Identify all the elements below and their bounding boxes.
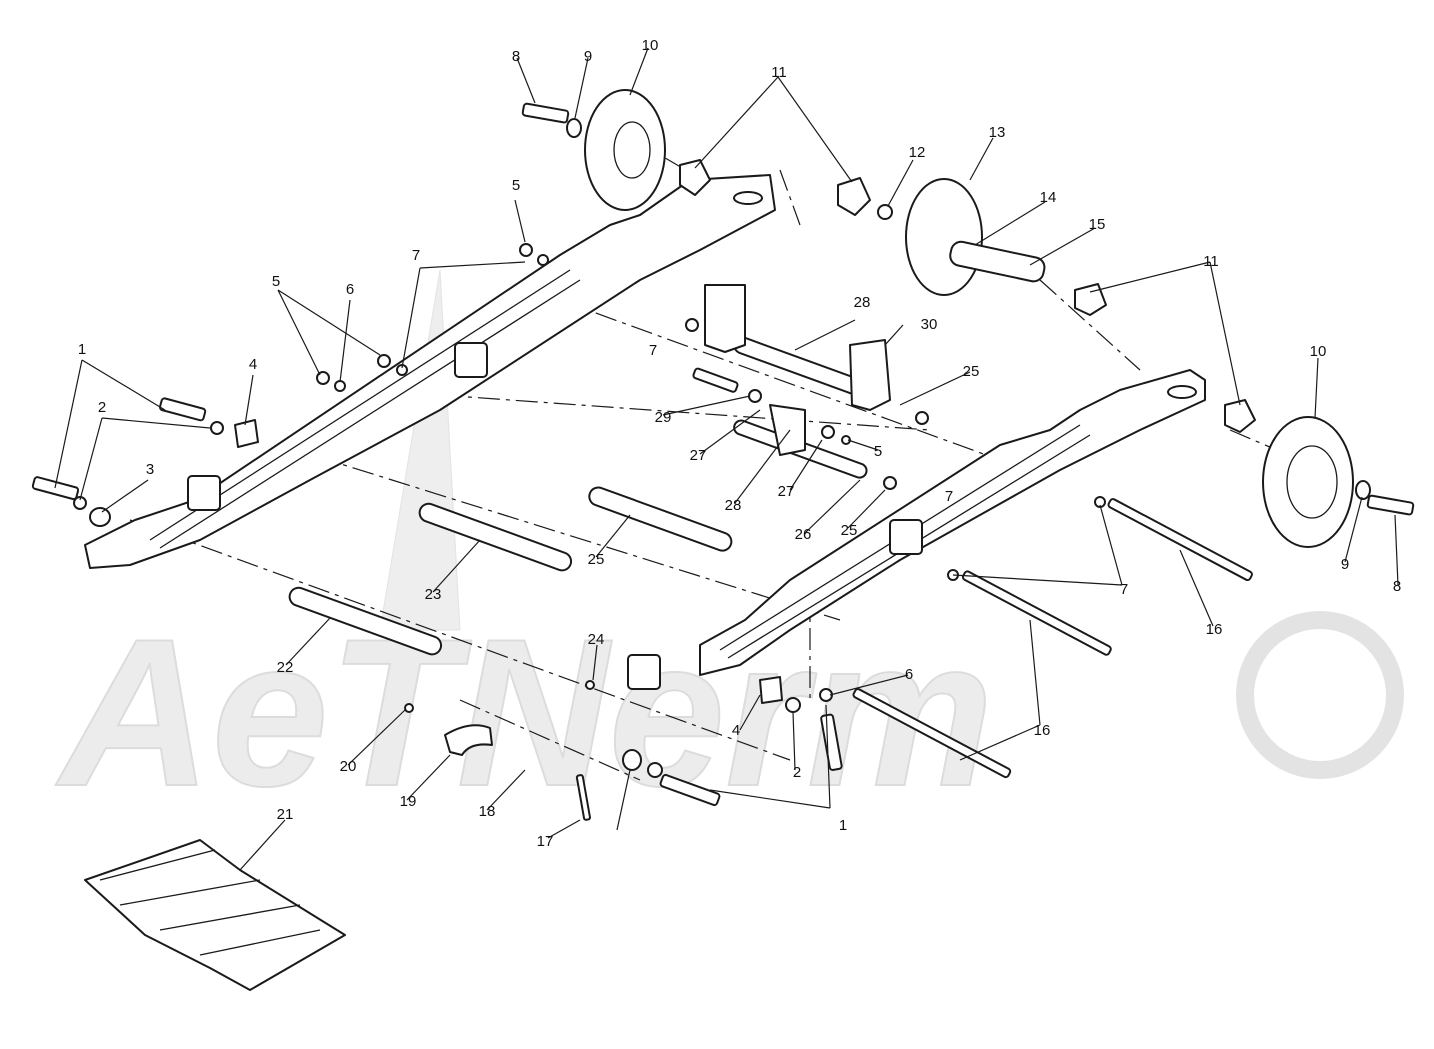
watermark-wheel-icon	[1236, 611, 1404, 779]
callout-11: 11	[1203, 253, 1219, 270]
callout-27: 27	[690, 447, 707, 464]
callout-9: 9	[1341, 556, 1349, 573]
callout-9: 9	[584, 48, 592, 65]
callout-8: 8	[512, 48, 520, 65]
left-rail	[84, 174, 776, 569]
callout-7: 7	[649, 342, 657, 359]
idler-wheel-top-left	[584, 89, 666, 211]
callout-3: 3	[146, 461, 154, 478]
leader-lines	[54, 47, 1399, 871]
cross-shafts	[288, 336, 887, 656]
callout-11: 11	[771, 64, 787, 81]
callout-6: 6	[346, 281, 354, 298]
callout-24: 24	[588, 631, 605, 648]
callout-1: 1	[78, 341, 86, 358]
callout-19: 19	[400, 793, 417, 810]
callout-25: 25	[841, 522, 858, 539]
callout-25: 25	[963, 363, 980, 380]
callout-16: 16	[1206, 621, 1223, 638]
callout-7: 7	[945, 488, 953, 505]
callout-4: 4	[732, 722, 740, 739]
callout-21: 21	[277, 806, 294, 823]
callout-5: 5	[272, 273, 280, 290]
callout-28: 28	[854, 294, 871, 311]
callout-1: 1	[839, 817, 847, 834]
callout-8: 8	[1393, 578, 1401, 595]
callout-14: 14	[1040, 189, 1057, 206]
callout-10: 10	[1310, 343, 1327, 360]
callout-2: 2	[793, 764, 801, 781]
callout-26: 26	[795, 526, 812, 543]
idler-wheel-rear	[905, 178, 983, 296]
callout-23: 23	[425, 586, 442, 603]
callout-28: 28	[725, 497, 742, 514]
callout-12: 12	[909, 144, 926, 161]
callout-16: 16	[1034, 722, 1051, 739]
callout-25: 25	[588, 551, 605, 568]
idler-wheel-right	[1262, 416, 1354, 548]
callout-6: 6	[905, 666, 913, 683]
callout-7: 7	[1120, 581, 1128, 598]
callouts: 1 1 2 2 3 4 4 5 5 5 6 6 7 7 7 7 8 8 9 9 …	[78, 37, 1401, 850]
callout-15: 15	[1089, 216, 1106, 233]
watermark-text: AeTNerm	[55, 595, 994, 830]
watermark: AeTNerm	[54, 269, 1404, 831]
callout-4: 4	[249, 356, 257, 373]
callout-5: 5	[512, 177, 520, 194]
right-rail	[627, 369, 1206, 690]
callout-30: 30	[921, 316, 938, 333]
callout-5: 5	[874, 443, 882, 460]
callout-20: 20	[340, 758, 357, 775]
axle-14	[949, 240, 1046, 283]
callout-27: 27	[778, 483, 795, 500]
callout-2: 2	[98, 399, 106, 416]
callout-22: 22	[277, 659, 294, 676]
callout-7: 7	[412, 247, 420, 264]
callout-10: 10	[642, 37, 659, 54]
track-section	[84, 839, 346, 991]
callout-17: 17	[537, 833, 554, 850]
wheels	[584, 89, 1354, 548]
callout-29: 29	[655, 409, 672, 426]
callout-13: 13	[989, 124, 1006, 141]
callout-18: 18	[479, 803, 496, 820]
brackets	[704, 284, 891, 456]
